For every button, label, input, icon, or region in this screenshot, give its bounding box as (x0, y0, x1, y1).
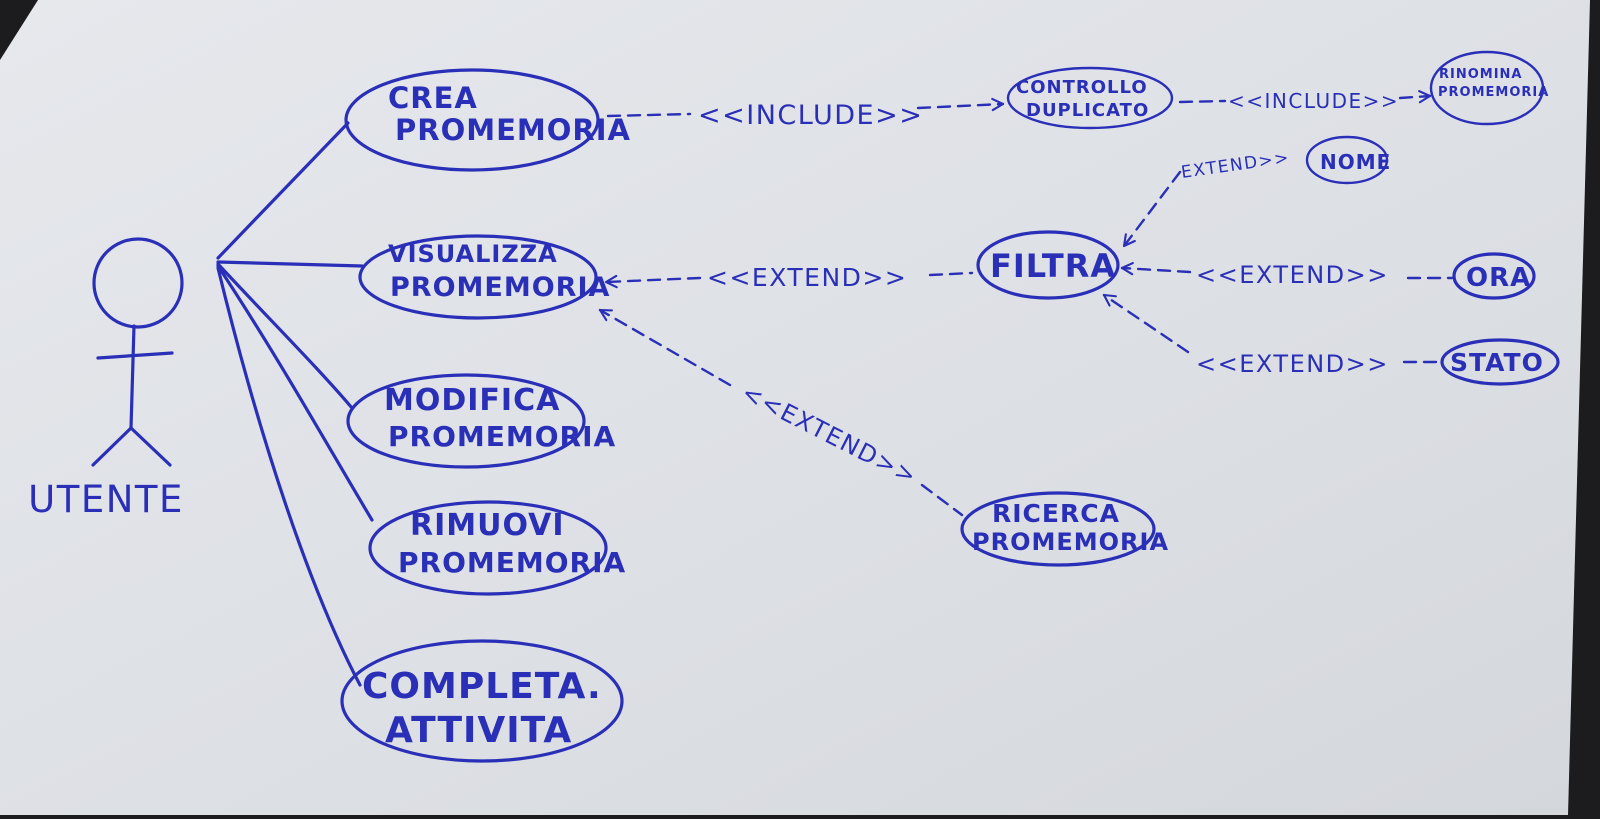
uc-modifica-ellipse (346, 373, 586, 469)
uc-controllo-line2: DUPLICATO (1026, 100, 1149, 121)
actor-label: UTENTE (28, 478, 184, 521)
actor-head (92, 237, 184, 329)
extend-filtra-visualizza: <<EXTEND>> (604, 263, 974, 292)
uc-controllo-line1: CONTROLLO (1016, 77, 1148, 98)
extend-filtra-label: <<EXTEND>> (707, 263, 907, 292)
uc-stato-label: STATO (1450, 348, 1544, 377)
extend-filtra-dash-b (928, 271, 974, 277)
uc-crea-line2: PROMEMORIA (395, 113, 631, 147)
actor-leg-left (91, 426, 133, 467)
assoc-visualizza (216, 260, 364, 268)
uc-visualizza-line2: PROMEMORIA (390, 272, 610, 303)
uc-nome-label: NOME (1320, 150, 1391, 174)
include1-dash-a (606, 112, 692, 118)
uc-ricerca-ellipse (960, 491, 1156, 567)
uc-completa-line1: COMPLETA. (362, 666, 602, 707)
actor-body (129, 324, 136, 430)
extend-ora-dash-a (1120, 261, 1192, 276)
assoc-rimuovi (216, 264, 374, 522)
uc-ricerca-promemoria: RICERCA PROMEMORIA (960, 491, 1169, 567)
include-controllo-rinomina: <<INCLUDE>> (1178, 89, 1432, 113)
assoc-completa (216, 266, 362, 687)
uc-completa-ellipse (340, 639, 624, 763)
uc-ricerca-line2: PROMEMORIA (972, 528, 1169, 556)
uc-rinomina-promemoria: RINOMINA PROMEMORIA (1429, 50, 1549, 126)
uc-rimuovi-line2: PROMEMORIA (398, 546, 626, 579)
extend-ora-filtra: <<EXTEND>> (1120, 261, 1454, 289)
actor-arms (96, 351, 174, 360)
uc-rinomina-line2: PROMEMORIA (1438, 85, 1549, 100)
actor-utente: UTENTE (28, 237, 184, 521)
uc-nome-ellipse (1305, 135, 1389, 185)
include2-label: <<INCLUDE>> (1228, 89, 1399, 113)
uc-stato: STATO (1440, 338, 1560, 386)
uc-rimuovi-line1: RIMUOVI (410, 508, 565, 543)
assoc-crea (216, 121, 350, 260)
uc-ora: ORA (1452, 252, 1536, 300)
extend-ora-label: <<EXTEND>> (1196, 261, 1389, 289)
uc-visualizza-promemoria: VISUALIZZA PROMEMORIA (358, 234, 610, 320)
include1-label: <<INCLUDE>> (698, 100, 923, 131)
uc-filtra-ellipse (976, 230, 1120, 300)
include2-dash-b (1398, 90, 1432, 104)
uc-modifica-line2: PROMEMORIA (388, 420, 616, 453)
uc-filtra-label: FILTRA (990, 247, 1116, 285)
uc-ora-label: ORA (1466, 263, 1531, 293)
uc-modifica-promemoria: MODIFICA PROMEMORIA (346, 373, 616, 469)
uc-ricerca-line1: RICERCA (992, 499, 1120, 528)
uc-completa-attivita: COMPLETA. ATTIVITA (340, 639, 624, 763)
include1-dash-b (916, 97, 1005, 112)
uc-completa-line2: ATTIVITA (385, 710, 572, 751)
uc-rinomina-ellipse (1429, 50, 1545, 126)
uc-controllo-ellipse (1006, 66, 1174, 130)
uc-crea-line1: CREA (388, 81, 478, 115)
uc-nome: NOME (1305, 135, 1391, 185)
uc-ora-ellipse (1452, 252, 1536, 300)
uc-rimuovi-ellipse (368, 500, 608, 596)
include2-dash-a (1178, 99, 1227, 104)
include-crea-controllo: <<INCLUDE>> (606, 97, 1005, 131)
extend-nome-dash (1122, 170, 1182, 248)
extend-filtra-dash-a (604, 274, 702, 289)
extend-stato-filtra: <<EXTEND>> (1102, 293, 1440, 378)
extend-stato-label: <<EXTEND>> (1196, 350, 1389, 378)
uc-rinomina-line1: RINOMINA (1439, 67, 1523, 82)
uc-stato-ellipse (1440, 338, 1560, 386)
uc-controllo-duplicato: CONTROLLO DUPLICATO (1006, 66, 1174, 130)
extend-ricerca-dash-a (598, 308, 732, 387)
uc-filtra: FILTRA (976, 230, 1120, 300)
extend-ricerca-dash-b (920, 483, 964, 517)
actor-leg-right (129, 426, 172, 467)
uc-rimuovi-promemoria: RIMUOVI PROMEMORIA (368, 500, 626, 596)
uc-visualizza-ellipse (358, 234, 598, 320)
assoc-modifica (216, 262, 354, 410)
uc-crea-ellipse (344, 68, 600, 172)
uc-crea-promemoria: CREA PROMEMORIA (344, 68, 631, 172)
uc-visualizza-line1: VISUALIZZA (388, 240, 558, 268)
uc-modifica-line1: MODIFICA (384, 383, 560, 418)
associations (216, 121, 374, 687)
extend-stato-dash-a (1102, 293, 1190, 354)
